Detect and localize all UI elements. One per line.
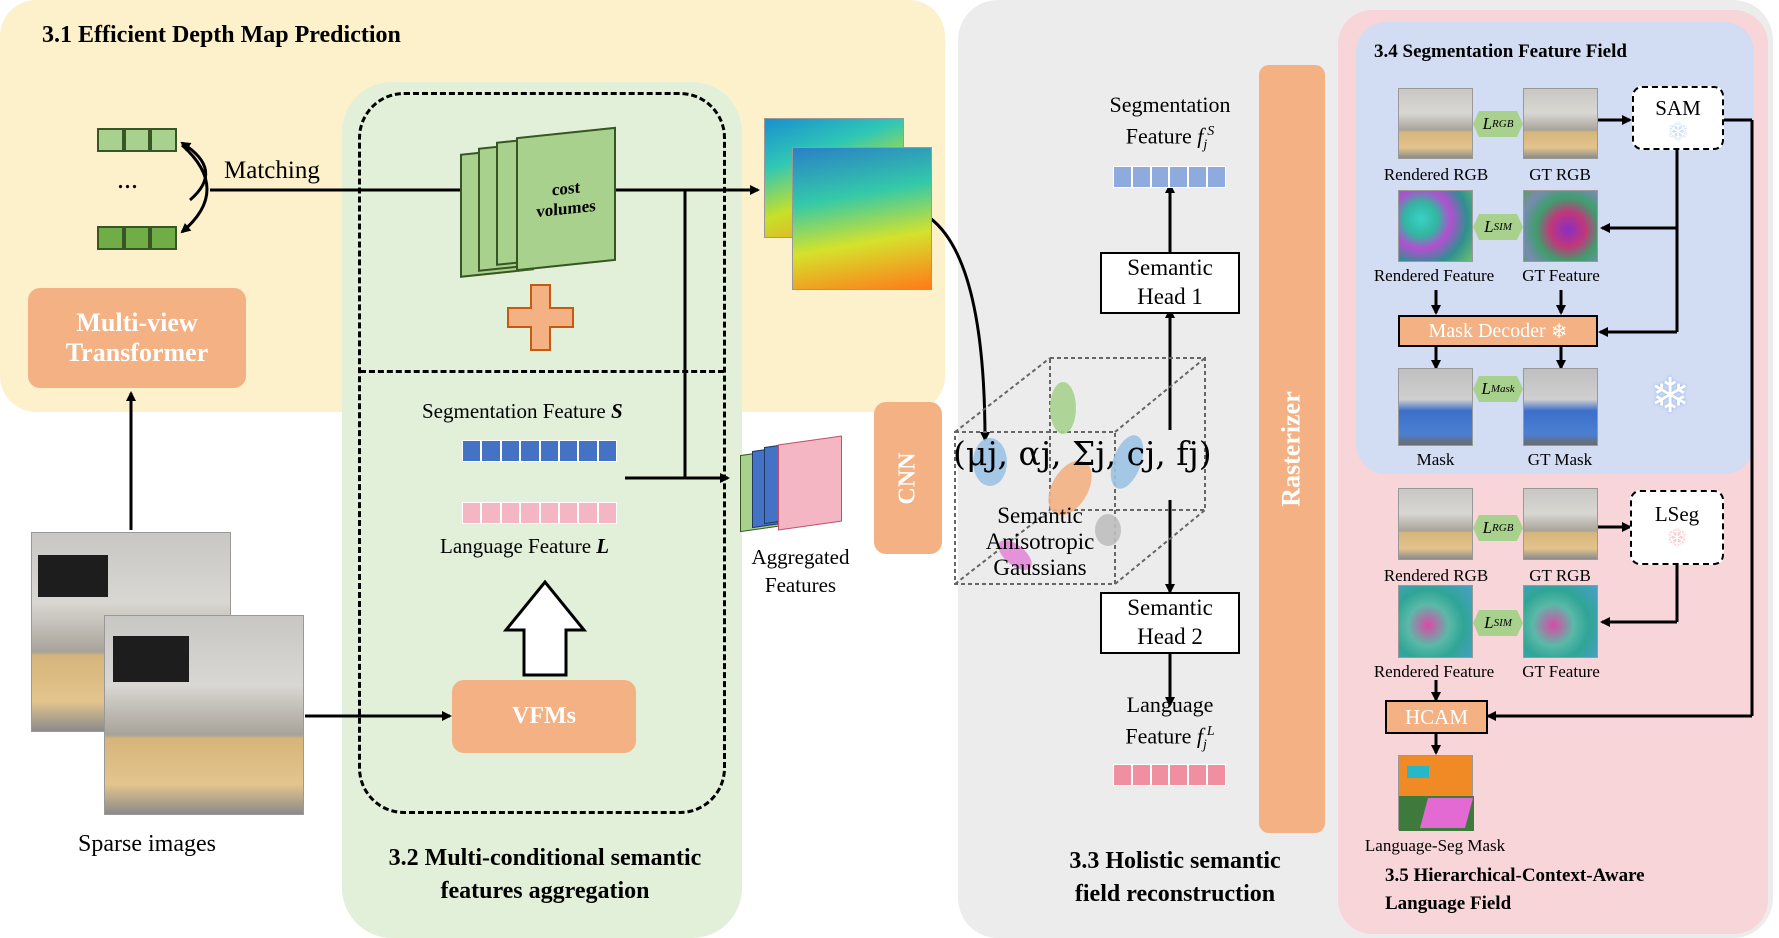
gaussian-blue-2 [1110,435,1144,489]
matching-curve-down [180,143,209,234]
gaussian-gray [1095,514,1121,546]
seg-feature-token-bar [462,440,617,462]
sparse-images-label: Sparse images [78,831,216,857]
mask-region-pink [1419,798,1474,828]
seg-mask-image [1398,368,1473,446]
sam-box: SAM ❄ [1632,86,1724,150]
language-seg-mask-image [1398,755,1474,831]
section-3-2-title-line2: features aggregation [440,878,650,904]
gaussian-params: (μj, αj, Σj, cj, fj) [953,434,1212,473]
lseg-label: LSeg [1654,502,1700,526]
cnn-box: CNN [874,402,942,554]
cost-volume-front: cost volumes [516,126,616,272]
lang-feature-fj-line1: Language [1126,692,1214,717]
seg-rendered-feature-image [1398,190,1473,262]
seg-gt-mask-caption: GT Mask [1527,450,1593,469]
aggregation-dashed-divider [360,370,724,373]
lang-rendered-feature-caption: Rendered Feature [1373,662,1495,681]
lang-feature-fj-line2: Feature fjL [1125,723,1215,753]
aggregated-layer-pink [778,435,842,531]
rasterizer-label: Rasterizer [1277,391,1307,507]
seg-feature-fj-bar [1113,166,1226,188]
gaussian-pink [998,540,1032,570]
aggregated-label-line1: Aggregated [751,545,850,569]
language-seg-mask-caption: Language-Seg Mask [1364,836,1506,855]
lang-rendered-rgb-image [1398,488,1473,560]
seg-feature-fj-line2: Feature fjS [1125,123,1215,153]
view-token-top [97,128,178,152]
lang-gt-rgb-caption: GT RGB [1529,566,1591,585]
lang-feature-fj-bar [1113,764,1226,786]
section-3-2-title-line1: 3.2 Multi-conditional semantic [388,845,702,871]
view-token-bottom [97,226,178,250]
seg-rendered-rgb-image [1398,88,1473,159]
gaussian-orange [1048,460,1092,516]
mvt-line1: Multi-view [76,308,198,337]
seg-mask-caption: Mask [1416,450,1455,469]
seg-gt-feature-image [1523,190,1598,262]
mask-region-cyan [1407,766,1429,778]
matching-label: Matching [224,157,320,184]
lang-gt-feature-caption: GT Feature [1522,662,1600,681]
sam-label: SAM [1655,96,1701,120]
matching-curve-up [180,141,208,202]
gaussian-blue-1 [973,438,1007,486]
section-3-3-title-line2: field reconstruction [1074,881,1276,907]
sparse-image-2 [104,615,304,815]
tv-shape [113,636,189,682]
lang-feature-token-bar [462,502,617,524]
gaussian-green [1050,382,1076,434]
seg-feature-fj-line1: Segmentation [1109,92,1231,117]
lang-rendered-rgb-caption: Rendered RGB [1383,566,1489,585]
aggregation-dashed-frame [358,92,726,814]
gaussian-label-line2: Anisotropic [985,529,1095,554]
seg-rendered-feature-caption: Rendered Feature [1373,266,1495,285]
section-3-3-title-line1: 3.3 Holistic semantic [1069,848,1281,874]
aggregated-label-line2: Features [764,573,837,597]
vfms-box: VFMs [452,680,636,753]
lang-gt-rgb-image [1523,488,1598,560]
mvt-line2: Transformer [65,338,209,367]
lang-gt-feature-image [1523,585,1598,658]
seg-feature-label: Segmentation Feature S [422,399,623,423]
section-3-5-title-line1: 3.5 Hierarchical-Context-Aware [1385,865,1645,886]
gaussian-label-line3: Gaussians [993,555,1087,580]
sam-frozen-snowflake-icon: ❄ [1667,120,1689,146]
gaussian-cube [954,357,1206,585]
seg-gt-feature-caption: GT Feature [1522,266,1600,285]
plus-icon [507,284,574,351]
rasterizer-box: Rasterizer [1259,65,1325,833]
section-3-1-title: 3.1 Efficient Depth Map Prediction [42,22,401,48]
seg-gt-rgb-image [1523,88,1598,159]
mask-decoder-snowflake-icon: ❄ [1550,320,1568,343]
tv-shape [38,555,108,597]
mask-decoder-box: Mask Decoder ❄ [1398,315,1598,347]
section-3-4-title: 3.4 Segmentation Feature Field [1374,41,1627,62]
hcam-box: HCAM [1385,700,1488,734]
ellipsis: ... [117,164,138,195]
vfms-up-arrow [502,579,588,677]
multi-view-transformer-box: Multi-view Transformer [28,288,246,388]
lang-rendered-feature-image [1398,585,1473,658]
seg-gt-mask-image [1523,368,1598,446]
section-3-5-title-line2: Language Field [1385,893,1512,914]
seg-rendered-rgb-caption: Rendered RGB [1383,165,1489,184]
lang-feature-label: Language Feature L [440,534,610,558]
gaussian-label-line1: Semantic [997,503,1083,528]
seg-gt-rgb-caption: GT RGB [1529,165,1591,184]
depth-map-front [792,147,932,290]
lseg-frozen-snowflake-icon: ❄ [1666,526,1688,552]
cnn-label: CNN [894,452,921,504]
cost-label-line2: volumes [536,195,596,222]
lseg-box: LSeg ❄ [1630,490,1724,565]
frozen-legend-snowflake-icon: ❄ [1650,370,1691,423]
